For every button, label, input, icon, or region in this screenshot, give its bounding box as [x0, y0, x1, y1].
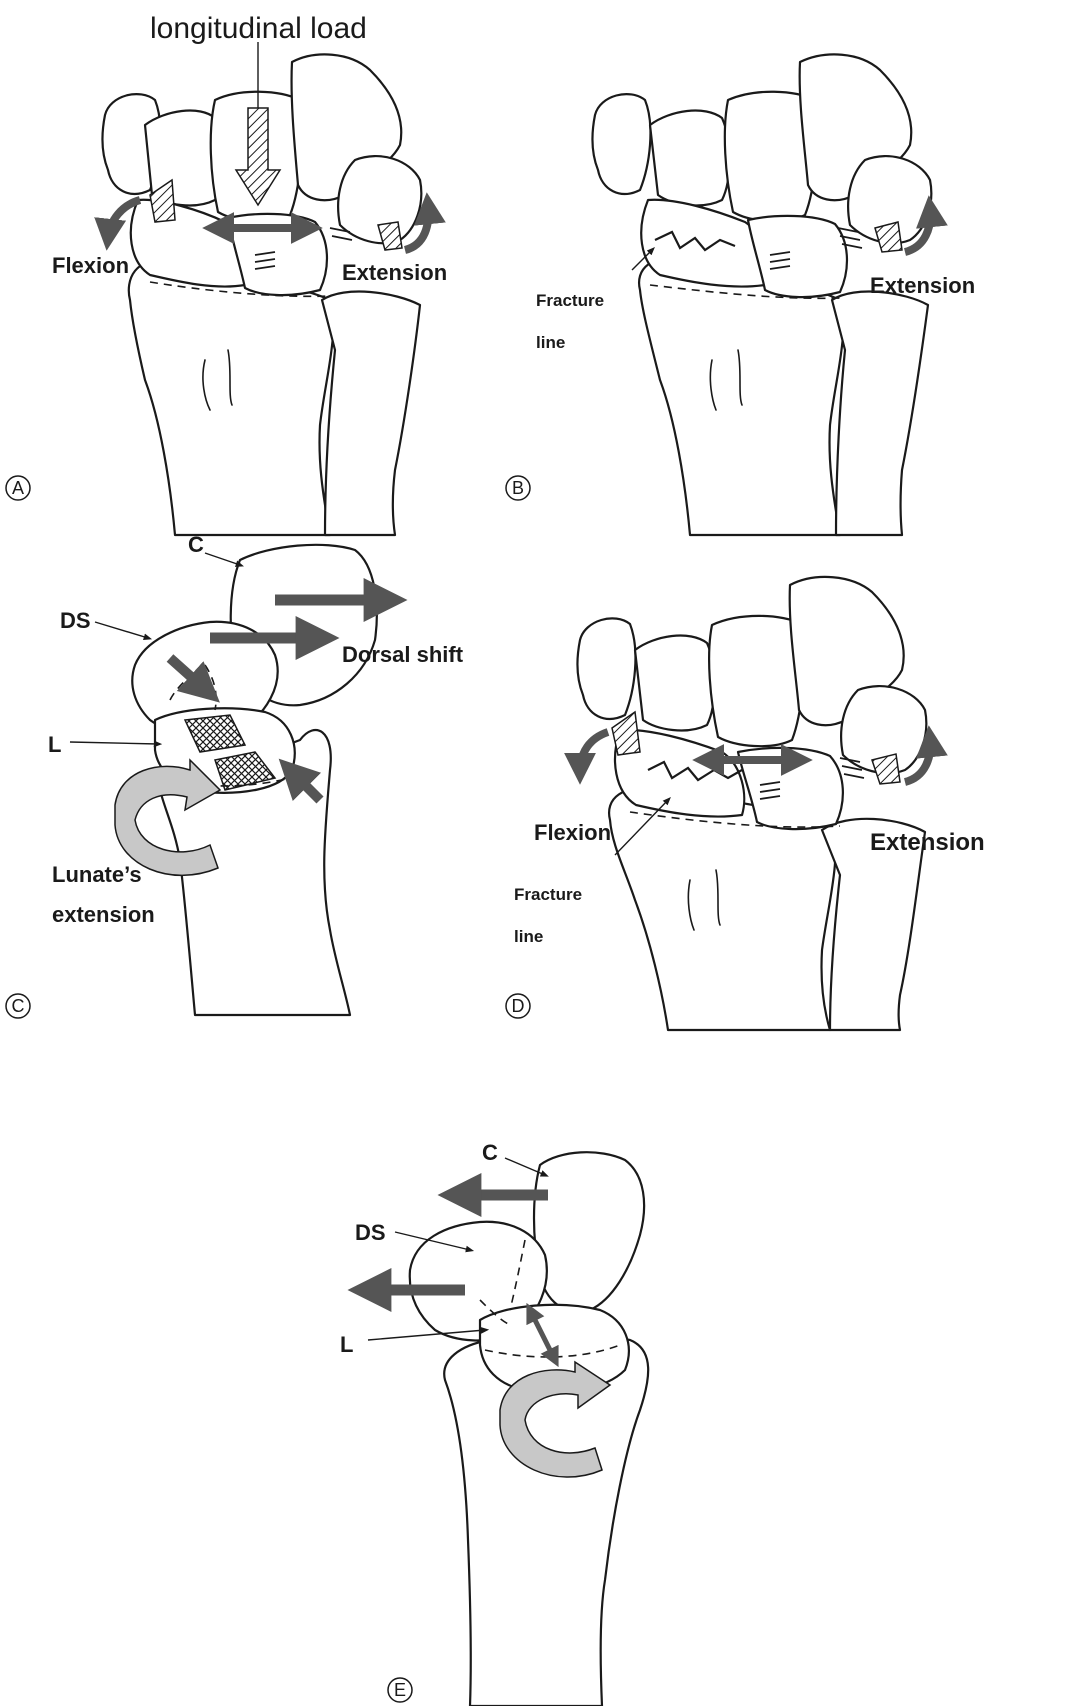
dorsal-shift-label: Dorsal shift	[342, 642, 464, 667]
trapezium-bone	[577, 618, 635, 719]
extension-label: Extension	[342, 260, 447, 285]
panel-b: Fracture line Extension B	[506, 54, 975, 535]
panel-e-letter: E	[394, 1680, 406, 1700]
trapezium-bone	[592, 94, 650, 194]
lunate-label: L	[340, 1332, 353, 1357]
ds-leader	[95, 622, 148, 638]
fracture-label-2: line	[536, 333, 565, 352]
panel-c-letter: C	[12, 996, 25, 1016]
panel-c: C DS L Dorsal shift Lunate’s extension C	[6, 532, 464, 1018]
ds-label: DS	[355, 1220, 386, 1245]
extension-label: Extension	[870, 273, 975, 298]
trapezoid-bone	[650, 111, 730, 206]
load-label: longitudinal load	[150, 12, 367, 45]
panel-a-letter: A	[12, 478, 24, 498]
capitate-bone	[709, 616, 804, 746]
panel-a: longitudinal load Flexion Extension A	[6, 12, 447, 535]
rotation-label-1: Lunate’s	[52, 862, 142, 887]
lunate-bone	[748, 216, 847, 297]
panel-b-letter: B	[512, 478, 524, 498]
lunate-label: L	[48, 732, 61, 757]
lunate-leader	[70, 742, 158, 744]
extension-wedge	[378, 222, 402, 250]
rotation-label-2: extension	[52, 902, 155, 927]
ds-label: DS	[60, 608, 91, 633]
trapezoid-bone	[635, 636, 715, 731]
extension-wedge	[875, 222, 902, 252]
ulna-bone	[832, 292, 928, 535]
fracture-label-2: line	[514, 927, 543, 946]
capitate-label: C	[482, 1140, 498, 1165]
fracture-label-1: Fracture	[514, 885, 582, 904]
capitate-label: C	[188, 532, 204, 557]
capitate-leader	[205, 553, 240, 565]
flexion-label: Flexion	[534, 820, 611, 845]
panel-e: C DS L E	[340, 1140, 648, 1706]
extension-wedge	[872, 754, 900, 784]
panel-d-letter: D	[512, 996, 525, 1016]
flexion-curved-arrow	[580, 732, 608, 772]
ulna-bone	[322, 292, 420, 535]
extension-label: Extension	[870, 829, 985, 856]
flexion-label: Flexion	[52, 253, 129, 278]
fracture-label-1: Fracture	[536, 291, 604, 310]
capitate-bone	[534, 1152, 644, 1312]
panel-d: Flexion Extension Fracture line D	[506, 577, 985, 1030]
